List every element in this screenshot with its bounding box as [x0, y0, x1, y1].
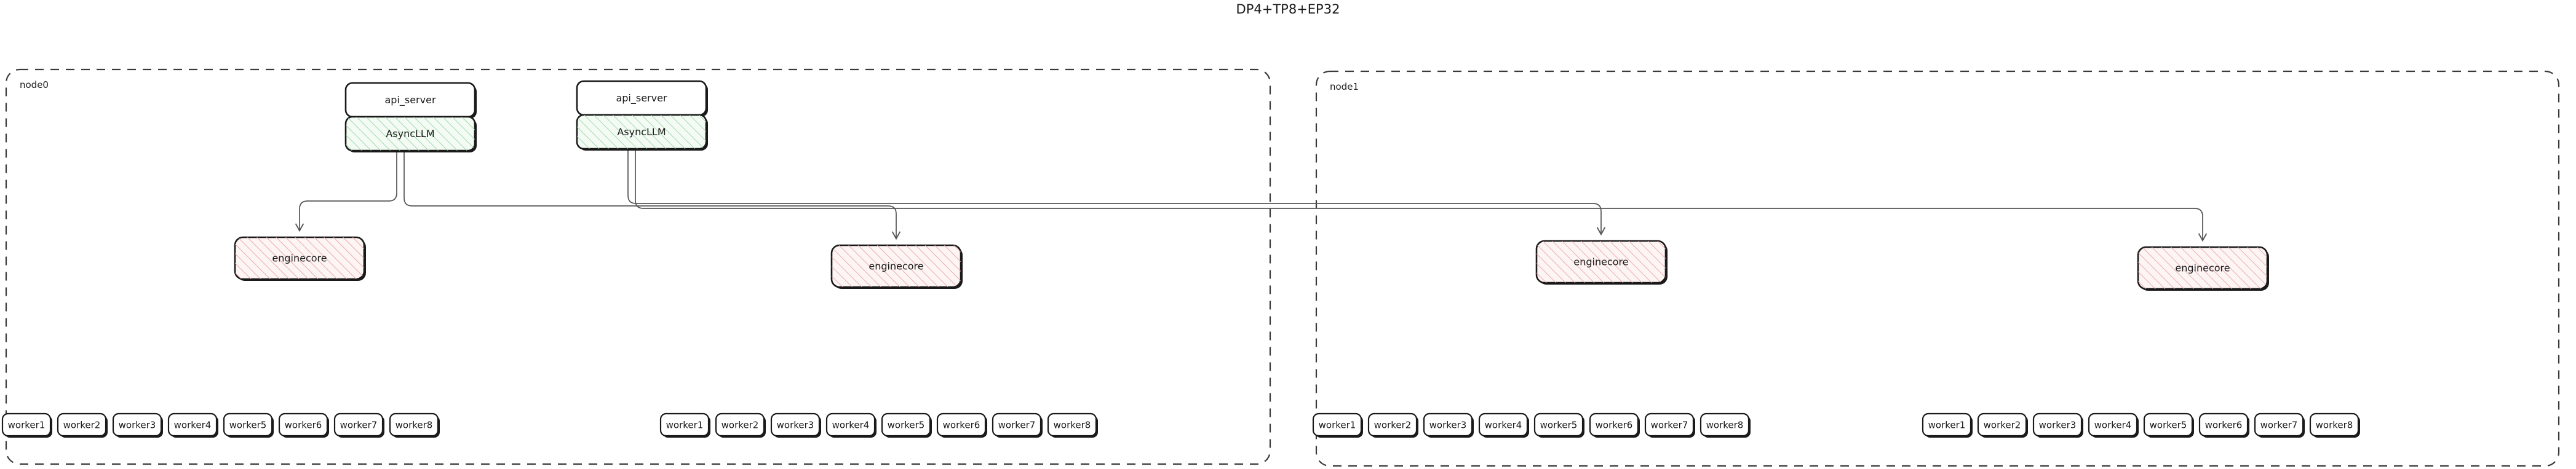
worker-box[interactable]: worker6	[2198, 412, 2249, 438]
connector-c1	[403, 151, 901, 240]
worker-label: worker2	[722, 420, 759, 431]
worker-group-wg1: worker1 worker2 worker3 worker4 worker5 worke…	[659, 412, 1098, 438]
worker-label: worker7	[340, 420, 378, 431]
asyncllm-box-stack0[interactable]: AsyncLLM	[344, 116, 477, 152]
worker-box[interactable]: worker1	[1312, 412, 1363, 438]
worker-label: worker2	[1374, 420, 1412, 431]
enginecore-label: enginecore	[272, 253, 327, 264]
worker-box[interactable]: worker7	[1644, 412, 1695, 438]
enginecore-label: enginecore	[2175, 262, 2230, 274]
worker-label: worker7	[2260, 420, 2298, 431]
worker-box[interactable]: worker5	[1533, 412, 1584, 438]
worker-label: worker8	[396, 420, 433, 431]
worker-label: worker8	[2316, 420, 2353, 431]
worker-label: worker5	[2150, 420, 2187, 431]
worker-box[interactable]: worker8	[2309, 412, 2360, 438]
worker-box[interactable]: worker1	[1922, 412, 1973, 438]
worker-label: worker6	[285, 420, 322, 431]
worker-label: worker3	[2039, 420, 2077, 431]
connector-c0	[295, 151, 397, 232]
enginecore-box-ec1[interactable]: enginecore	[830, 244, 963, 289]
page-title: DP4+TP8+EP32	[1236, 2, 1340, 17]
worker-label: worker5	[229, 420, 267, 431]
worker-box[interactable]: worker6	[1589, 412, 1640, 438]
worker-box[interactable]: worker5	[881, 412, 932, 438]
node-label-node0: node0	[20, 79, 49, 90]
worker-label: worker3	[1429, 420, 1467, 431]
worker-label: worker4	[1485, 420, 1522, 431]
worker-box[interactable]: worker3	[770, 412, 821, 438]
worker-label: worker6	[2205, 420, 2243, 431]
asyncllm-label: AsyncLLM	[386, 128, 434, 140]
worker-box[interactable]: worker7	[992, 412, 1043, 438]
worker-label: worker8	[1054, 420, 1091, 431]
connector-layer	[295, 149, 2208, 242]
worker-box[interactable]: worker3	[1423, 412, 1474, 438]
worker-box[interactable]: worker2	[1977, 412, 2028, 438]
worker-label: worker5	[888, 420, 925, 431]
worker-box[interactable]: worker8	[389, 412, 440, 438]
worker-box[interactable]: worker5	[223, 412, 274, 438]
worker-box[interactable]: worker6	[278, 412, 329, 438]
enginecore-label: enginecore	[1573, 256, 1628, 268]
worker-box[interactable]: worker2	[57, 412, 108, 438]
connector-c2	[627, 149, 1606, 236]
worker-label: worker4	[2094, 420, 2132, 431]
worker-label: worker6	[1596, 420, 1633, 431]
worker-label: worker6	[943, 420, 980, 431]
worker-group-wg3: worker1 worker2 worker3 worker4 worker5 worke…	[1922, 412, 2360, 438]
worker-box[interactable]: worker1	[659, 412, 710, 438]
worker-group-wg0: worker1 worker2 worker3 worker4 worker5 worke…	[1, 412, 440, 438]
node-container-node0: node0	[5, 68, 1271, 465]
worker-label: worker1	[1319, 420, 1356, 431]
worker-label: worker3	[777, 420, 814, 431]
worker-label: worker5	[1540, 420, 1578, 431]
worker-layer: worker1 worker2 worker3 worker4 worker5 worke…	[1, 412, 2360, 438]
asyncllm-box-stack1[interactable]: AsyncLLM	[576, 114, 708, 151]
worker-box[interactable]: worker2	[1367, 412, 1418, 438]
worker-label: worker1	[8, 420, 46, 431]
enginecore-box-ec0[interactable]: enginecore	[234, 236, 366, 281]
api-server-label: api_server	[616, 92, 667, 104]
connector-c3	[635, 149, 2208, 242]
worker-label: worker4	[832, 420, 870, 431]
worker-box[interactable]: worker1	[1, 412, 52, 438]
worker-label: worker8	[1706, 420, 1744, 431]
node-label-node1: node1	[1330, 81, 1359, 92]
enginecore-box-ec2[interactable]: enginecore	[1535, 240, 1668, 285]
enginecore-box-ec3[interactable]: enginecore	[2137, 246, 2269, 291]
worker-label: worker4	[174, 420, 212, 431]
enginecore-label: enginecore	[869, 261, 923, 272]
worker-label: worker1	[1928, 420, 1966, 431]
worker-box[interactable]: worker5	[2143, 412, 2194, 438]
worker-box[interactable]: worker6	[936, 412, 987, 438]
worker-box[interactable]: worker4	[167, 412, 218, 438]
worker-label: worker7	[998, 420, 1036, 431]
asyncllm-label: AsyncLLM	[617, 126, 666, 138]
worker-box[interactable]: worker3	[2032, 412, 2083, 438]
worker-box[interactable]: worker7	[2254, 412, 2305, 438]
worker-box[interactable]: worker7	[333, 412, 384, 438]
worker-box[interactable]: worker8	[1699, 412, 1751, 438]
node-containers: node0 node1	[5, 68, 2560, 467]
worker-group-wg2: worker1 worker2 worker3 worker4 worker5 worke…	[1312, 412, 1751, 438]
node-container-node1: node1	[1315, 70, 2560, 467]
api-server-box-stack1[interactable]: api_server	[576, 80, 708, 117]
api-server-box-stack0[interactable]: api_server	[344, 82, 477, 119]
worker-label: worker2	[63, 420, 101, 431]
worker-box[interactable]: worker4	[825, 412, 877, 438]
worker-box[interactable]: worker2	[715, 412, 766, 438]
worker-box[interactable]: worker8	[1047, 412, 1098, 438]
api-server-label: api_server	[384, 94, 435, 106]
worker-label: worker1	[666, 420, 704, 431]
worker-box[interactable]: worker4	[2088, 412, 2139, 438]
worker-box[interactable]: worker4	[1478, 412, 1529, 438]
worker-box[interactable]: worker3	[112, 412, 163, 438]
worker-label: worker3	[119, 420, 156, 431]
worker-label: worker2	[1984, 420, 2021, 431]
worker-label: worker7	[1651, 420, 1688, 431]
